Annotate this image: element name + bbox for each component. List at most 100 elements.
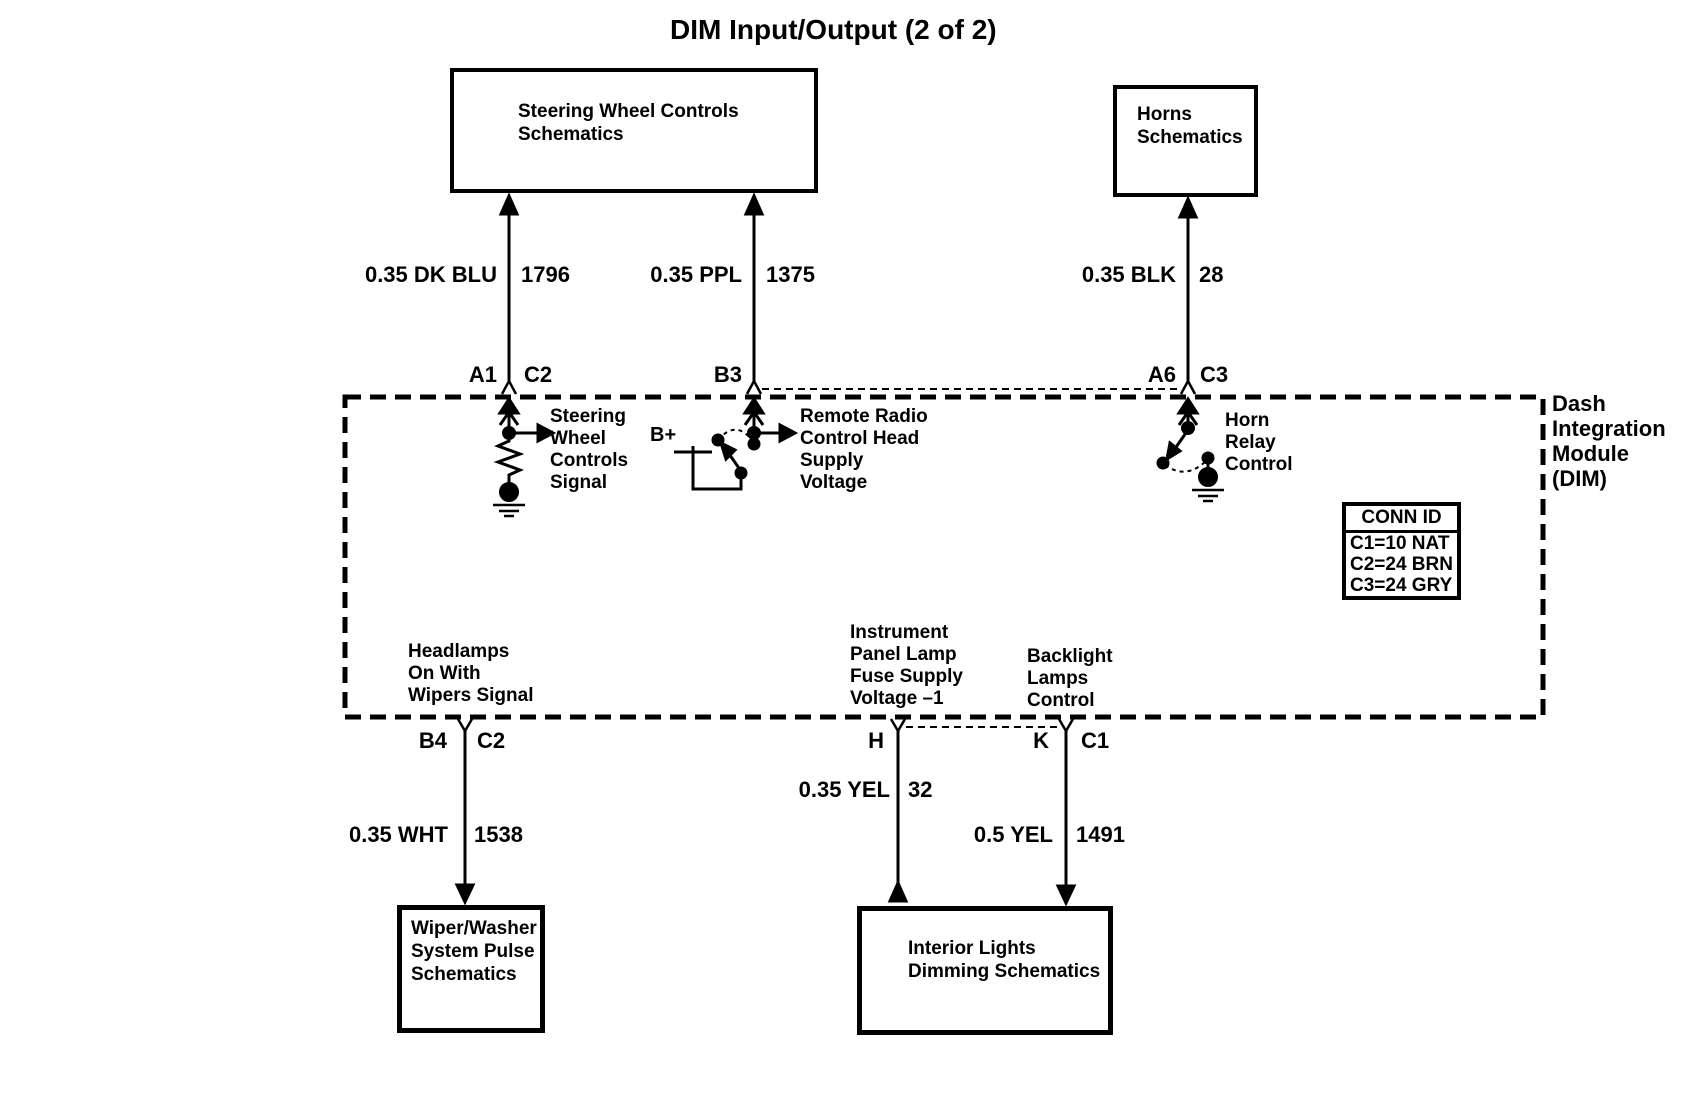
arrow-right-icon [778,422,799,444]
conn-id-row: C1=10 NAT [1350,533,1450,554]
connector-label-c2-bottom: C2 [477,728,506,753]
steering-signal-branch [493,396,557,518]
box-label-line: Steering Wheel Controls [518,101,739,122]
switch-arm-arrow-icon [1164,440,1183,463]
arrow-up-icon [743,192,765,216]
box-label-line: Wiper/Washer [411,918,537,939]
page-title: DIM Input/Output (2 of 2) [670,14,997,45]
wire-spec-ppl: 0.35 PPL [650,262,742,287]
signal-line: Supply [800,450,864,471]
connector-y-icon [1057,718,1075,732]
signal-backlight-lamps: Backlight Lamps Control [1027,646,1113,712]
pin-label-b3: B3 [713,362,742,387]
signal-line: Fuse Supply [850,666,963,687]
box-label-line: Schematics [518,124,624,145]
b-plus-terminal [674,446,712,454]
ground-icon [493,503,525,518]
circuit-number-1538: 1538 [474,822,523,847]
signal-line: Wheel [550,428,606,449]
wire-spec-blk: 0.35 BLK [1081,262,1176,287]
wire-spec-wht: 0.35 WHT [348,822,448,847]
pin-label-b4: B4 [418,728,447,753]
signal-line: Lamps [1027,668,1089,689]
connector-label-c1: C1 [1081,728,1110,753]
signal-line: On With [408,663,481,684]
steering-wheel-controls-box: Steering Wheel Controls Schematics [450,68,818,193]
junction-dot [1181,421,1195,435]
switch-pivot-dot [734,466,748,480]
pin-label-a6: A6 [1147,362,1176,387]
signal-line: Remote Radio [800,406,928,427]
box-label-line: Horns [1137,104,1192,125]
circuit-number-1375: 1375 [766,262,815,287]
signal-line: Panel Lamp [850,644,957,665]
arrow-down-icon [1055,884,1077,907]
connector-y-icon [745,380,763,395]
dim-label-line: (DIM) [1552,466,1607,491]
circuit-number-1796: 1796 [521,262,570,287]
arrow-up-icon [1177,195,1199,219]
horns-box: Horns Schematics [1113,85,1258,197]
signal-line: Voltage [800,472,868,493]
signal-line: Controls [550,450,629,471]
connector-label-c3: C3 [1200,362,1229,387]
chevron-up-icon [1177,409,1199,426]
interior-lights-box: Interior Lights Dimming Schematics [857,906,1113,1035]
wire-spec-yel-32: 0.35 YEL [798,777,890,802]
connector-y-icon [889,718,907,732]
box-label-line: Interior Lights [908,938,1036,959]
pin-label-k: K [1033,728,1049,753]
signal-line: Signal [550,472,608,493]
circuit-number-32: 32 [908,777,933,802]
arrow-down-icon [454,883,476,906]
ground-dot [499,482,519,502]
signal-instrument-panel: Instrument Panel Lamp Fuse Supply Voltag… [850,622,963,710]
dim-boundary-box [342,394,1546,720]
dim-module-label: Dash Integration Module (DIM) [1552,391,1666,491]
ground-dot [1198,467,1218,487]
pin-label-h: H [868,728,884,753]
connector-label-c2: C2 [524,362,553,387]
signal-line: Steering [550,406,627,427]
signal-horn-relay: Horn Relay Control [1225,410,1293,476]
junction-dot [502,426,516,440]
signal-line: Headlamps [408,641,510,662]
signal-line: Wipers Signal [408,685,534,706]
switch-arm-arrow-icon [718,440,738,462]
box-label-line: Schematics [411,964,517,985]
arrow-right-icon [536,422,557,444]
signal-line: Control Head [800,428,920,449]
b-plus-label: B+ [650,424,677,446]
conn-id-row: C2=24 BRN [1350,554,1453,575]
signal-headlamps: Headlamps On With Wipers Signal [408,641,533,707]
chevron-up-icon [743,409,765,426]
signal-line: Voltage –1 [850,688,944,709]
signal-line: Backlight [1027,646,1113,667]
box-label-line: System Pulse [411,941,535,962]
wire-spec-dk-blu: 0.35 DK BLU [364,262,497,287]
horn-relay-branch [1156,396,1224,503]
box-label-line: Dimming Schematics [908,961,1101,982]
pin-label-a1: A1 [468,362,497,387]
connector-y-icon [456,718,474,732]
dim-label-line: Module [1552,441,1629,466]
signal-steering-wheel-controls: Steering Wheel Controls Signal [550,406,628,494]
dim-label-line: Dash [1552,391,1606,416]
wire-wht [454,718,476,906]
conn-id-table: CONN ID C1=10 NAT C2=24 BRN C3=24 GRY [1342,502,1461,600]
arrow-up-icon [498,192,520,216]
switch-travel-arc [1164,460,1207,473]
connector-y-icon [1179,380,1197,395]
dim-label-line: Integration [1552,416,1666,441]
ground-icon [1192,488,1224,503]
resistor-icon [493,438,525,483]
signal-line: Control [1225,454,1293,475]
arrow-up-icon [887,879,909,903]
conn-id-row: C3=24 GRY [1350,575,1453,596]
circuit-number-28: 28 [1199,262,1224,287]
signal-remote-radio: Remote Radio Control Head Supply Voltage [800,406,928,494]
wire-blk [1177,195,1199,395]
signal-line: Instrument [850,622,949,643]
